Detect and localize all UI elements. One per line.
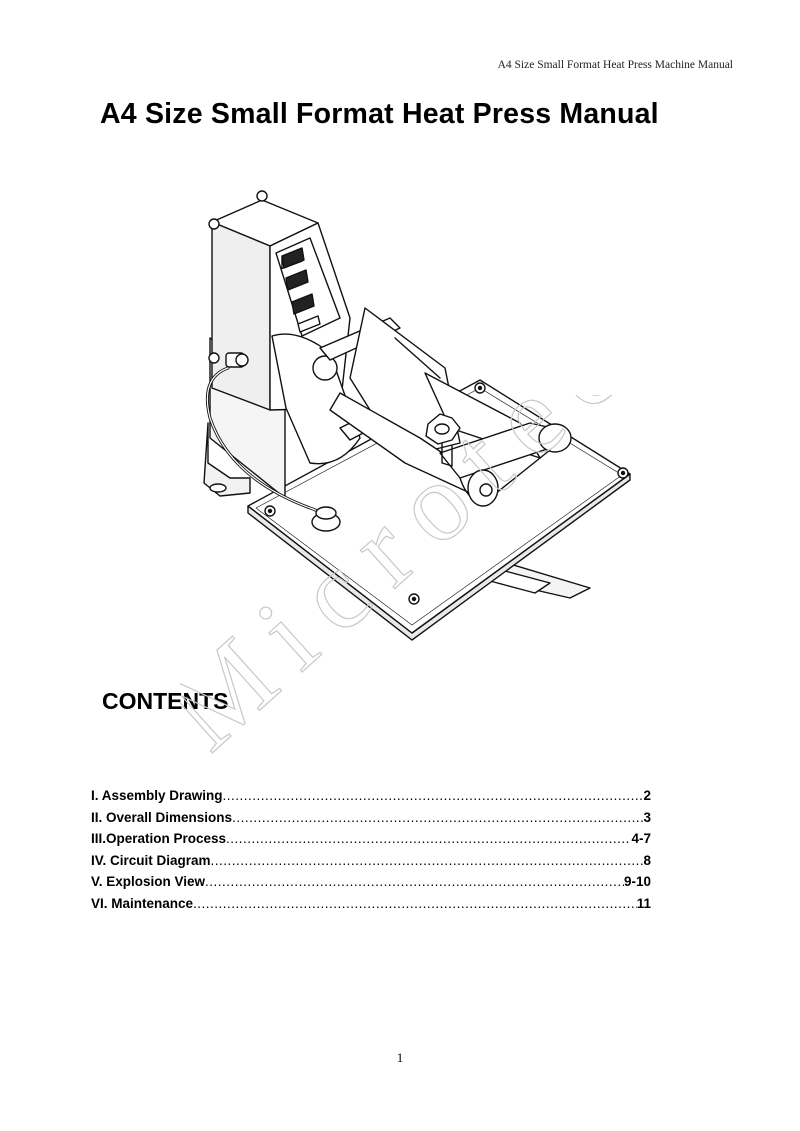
running-header: A4 Size Small Format Heat Press Machine … [497, 59, 733, 71]
toc-leader-dots [205, 874, 624, 889]
toc-item-page: 8 [643, 852, 651, 868]
toc-item-label: II. Overall Dimensions [91, 809, 233, 825]
table-of-contents: I. Assembly Drawing 2 II. Overall Dimens… [91, 788, 651, 917]
toc-item[interactable]: I. Assembly Drawing 2 [91, 788, 651, 810]
toc-item-label: III.Operation Process [91, 831, 227, 846]
toc-item-page: 4-7 [631, 831, 651, 846]
toc-item[interactable]: VI. Maintenance 11 [91, 896, 651, 918]
toc-item-page: 9-10 [623, 874, 651, 889]
toc-leader-dots [223, 788, 644, 803]
page-number: 1 [396, 1050, 404, 1065]
heat-press-illustration [203, 190, 631, 641]
toc-leader-dots [226, 831, 631, 846]
toc-leader-dots [232, 810, 643, 825]
toc-item-page: 2 [643, 788, 651, 803]
toc-item[interactable]: II. Overall Dimensions 3 [91, 810, 651, 832]
contents-heading: CONTENTS [102, 688, 229, 714]
toc-item-label: IV. Circuit Diagram [91, 852, 211, 868]
toc-leader-dots [211, 853, 644, 868]
toc-item-page: 3 [643, 809, 651, 825]
toc-leader-dots [193, 896, 637, 911]
toc-item[interactable]: V. Explosion View 9-10 [91, 874, 651, 896]
toc-item-label: VI. Maintenance [91, 895, 194, 911]
toc-item-page: 11 [636, 895, 651, 911]
toc-item-label: V. Explosion View [91, 874, 206, 889]
toc-item-label: I. Assembly Drawing [91, 788, 223, 803]
toc-item[interactable]: IV. Circuit Diagram 8 [91, 853, 651, 875]
toc-item[interactable]: III.Operation Process 4-7 [91, 831, 651, 853]
document-title: A4 Size Small Format Heat Press Manual [100, 98, 659, 130]
